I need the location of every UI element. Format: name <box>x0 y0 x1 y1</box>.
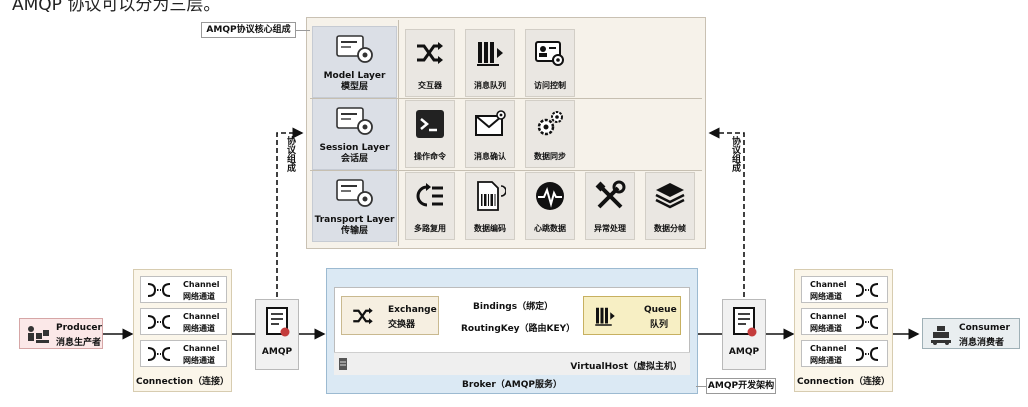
column-divider <box>398 20 399 246</box>
virtualhost-label: VirtualHost（虚拟主机） <box>570 362 682 372</box>
bindings-label: Bindings（绑定） <box>473 302 554 312</box>
producer-en: Producer <box>56 323 102 333</box>
channel-icon <box>147 347 171 361</box>
connection-right: Channel 网络通道 Channel 网络通道 Channel 网络通道 C… <box>794 269 893 392</box>
exchange-en: Exchange <box>388 305 437 315</box>
protocol-composition-label-right: 协议组成 <box>730 136 740 172</box>
channel-item: Channel 网络通道 <box>801 308 888 335</box>
channel-icon <box>855 347 879 361</box>
top-caption: AMQP 协议可以分为三层。 <box>12 0 221 15</box>
item-data-encoding: 数据编码 <box>465 172 515 240</box>
channel-item: Channel 网络通道 <box>140 308 227 335</box>
consumer-icon <box>931 326 951 345</box>
layer-transport: Transport Layer 传输层 <box>312 170 397 242</box>
layers-icon <box>655 183 685 209</box>
exchange-cn: 交换器 <box>388 320 416 330</box>
item-data-framing: 数据分帧 <box>645 172 695 240</box>
producer-cn: 消息生产者 <box>56 338 102 348</box>
layer-model-cn: 模型层 <box>340 82 368 92</box>
channel-icon <box>855 283 879 297</box>
dashed-arrow-right <box>708 127 745 297</box>
item-message-ack: 消息确认 <box>465 100 515 168</box>
layer-model-en: Model Layer <box>323 71 386 81</box>
item-exception-handling: 异常处理 <box>585 172 635 240</box>
virtualhost-strip: VirtualHost（虚拟主机） <box>334 352 690 375</box>
layer-transport-cn: 传输层 <box>340 226 368 236</box>
row-divider <box>310 98 702 99</box>
certificate-doc-icon <box>733 307 757 337</box>
terminal-icon <box>416 110 444 138</box>
dashed-arrow-left <box>276 127 304 297</box>
amqp-box-right: AMQP <box>722 299 766 370</box>
item-heartbeat: 心跳数据 <box>525 172 575 240</box>
dev-architecture-tag: AMQP开发架构 <box>706 378 776 394</box>
broker-title: Broker（AMQP服务） <box>462 380 562 390</box>
model-doc-gear-icon <box>336 35 373 63</box>
consumer-en: Consumer <box>959 323 1010 333</box>
layer-model: Model Layer 模型层 <box>312 26 397 98</box>
item-multiplexing: 多路复用 <box>405 172 455 240</box>
tools-icon <box>595 180 626 209</box>
channel-icon <box>147 283 171 297</box>
barcode-doc-icon <box>477 181 506 211</box>
certificate-doc-icon <box>266 307 290 337</box>
multiplex-icon <box>416 183 443 207</box>
consumer-box: Consumer 消息消费者 <box>922 318 1020 349</box>
session-doc-gear-icon <box>336 107 373 135</box>
item-data-sync: 数据同步 <box>525 100 575 168</box>
producer-box: Producer 消息生产者 <box>19 318 103 349</box>
heartbeat-icon <box>536 182 564 210</box>
item-message-queue: 消息队列 <box>465 29 515 97</box>
producer-icon <box>28 326 49 343</box>
item-operation-command: 操作命令 <box>405 100 455 168</box>
connection-title: Connection（连接） <box>135 377 230 387</box>
layer-session: Session Layer 会话层 <box>312 98 397 170</box>
protocol-composition-label-left: 协议组成 <box>285 136 295 172</box>
layer-transport-en: Transport Layer <box>314 215 395 225</box>
channel-item: Channel 网络通道 <box>140 340 227 367</box>
row-divider <box>310 170 702 171</box>
routingkey-label: RoutingKey（路由KEY） <box>461 324 576 334</box>
queue-box: Queue 队列 <box>583 296 681 335</box>
core-tag: AMQP协议核心组成 <box>201 22 296 38</box>
id-card-gear-icon <box>535 41 564 66</box>
channel-item: Channel 网络通道 <box>801 276 888 303</box>
queue-icon <box>595 307 615 326</box>
queue-cn: 队列 <box>650 320 669 330</box>
item-access-control: 访问控制 <box>525 29 575 97</box>
item-exchange: 交互器 <box>405 29 455 97</box>
channel-icon <box>855 315 879 329</box>
channel-icon <box>147 315 171 329</box>
queue-en: Queue <box>644 305 677 315</box>
server-icon <box>339 358 347 370</box>
amqp-box-left: AMQP <box>255 299 299 370</box>
mail-gear-icon <box>475 110 506 136</box>
exchange-box: Exchange 交换器 <box>341 296 439 335</box>
channel-item: Channel 网络通道 <box>140 276 227 303</box>
consumer-cn: 消息消费者 <box>959 338 1005 348</box>
queue-icon <box>477 42 503 66</box>
transport-doc-gear-icon <box>336 179 373 207</box>
connection-left: Channel 网络通道 Channel 网络通道 Channel 网络通道 C… <box>133 269 232 392</box>
layer-session-cn: 会话层 <box>340 154 368 164</box>
shuffle-icon <box>417 42 443 64</box>
layer-session-en: Session Layer <box>319 143 390 153</box>
channel-item: Channel 网络通道 <box>801 340 888 367</box>
shuffle-icon <box>353 307 373 325</box>
gears-icon <box>537 111 563 136</box>
connection-title: Connection（连接） <box>796 377 891 387</box>
dev-tag-connector <box>696 386 706 387</box>
core-tag-connector <box>296 30 310 31</box>
